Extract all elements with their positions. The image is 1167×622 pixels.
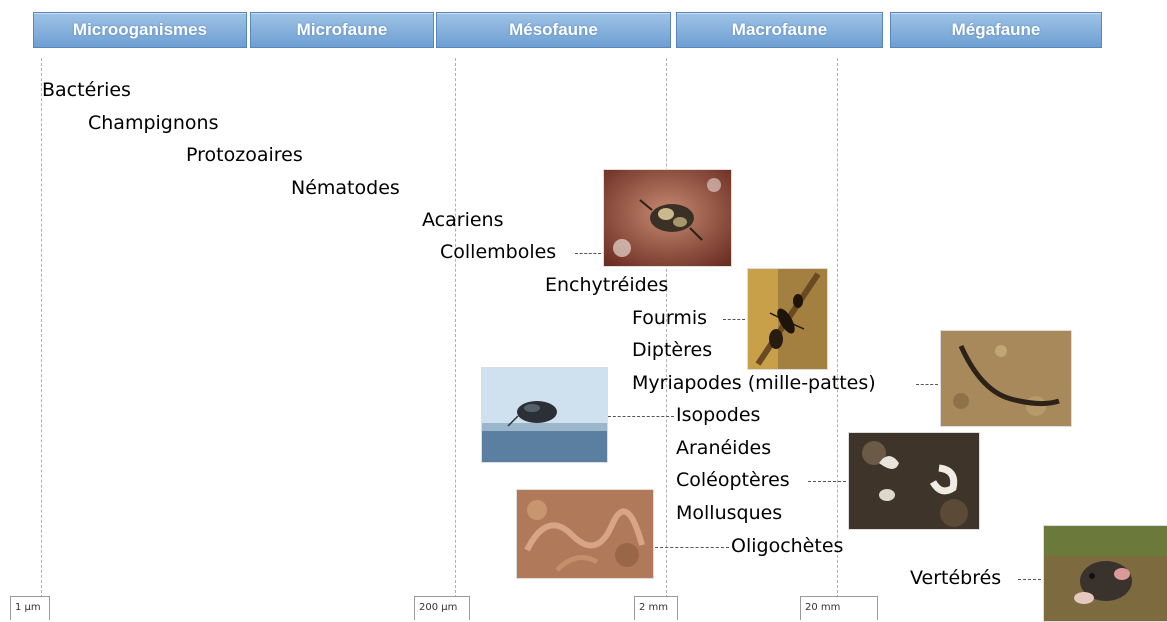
label-nematodes: Nématodes — [291, 176, 400, 200]
vertebre-photo — [1043, 525, 1167, 622]
connector-vertebres — [1018, 579, 1041, 580]
collembole-photo — [603, 169, 732, 267]
scale-tick-20mm: 20 mm — [800, 596, 878, 620]
header-microfaune: Microfaune — [250, 12, 434, 48]
header-megafaune: Mégafaune — [890, 12, 1102, 48]
label-vertebres: Vertébrés — [910, 566, 1001, 590]
label-collemboles: Collemboles — [440, 240, 556, 264]
label-protozoaires: Protozoaires — [186, 143, 303, 167]
label-bacteries: Bactéries — [42, 78, 131, 102]
connector-oligochetes — [655, 547, 729, 548]
label-isopodes: Isopodes — [676, 403, 760, 427]
label-dipteres: Diptères — [632, 338, 712, 362]
scale-tick-1um: 1 µm — [10, 596, 50, 620]
scale-tick-2mm: 2 mm — [634, 596, 678, 620]
label-araneides: Aranéides — [676, 436, 771, 460]
connector-coleopteres — [808, 481, 846, 482]
myriapode-photo — [940, 330, 1072, 427]
label-fourmis: Fourmis — [632, 306, 707, 330]
scale-line-200um — [455, 58, 456, 598]
label-coleopteres: Coléoptères — [676, 468, 790, 492]
connector-collemboles — [575, 253, 601, 254]
scale-line-1um — [41, 58, 42, 598]
label-oligochetes: Oligochètes — [731, 534, 843, 558]
isopode-photo — [481, 367, 608, 463]
label-acariens: Acariens — [422, 208, 503, 232]
coleoptere-photo — [848, 432, 980, 530]
label-champignons: Champignons — [88, 111, 218, 135]
label-myriapodes: Myriapodes (mille-pattes) — [632, 371, 876, 395]
oligochete-photo — [516, 489, 654, 579]
header-mesofaune: Mésofaune — [436, 12, 671, 48]
scale-line-20mm — [837, 58, 838, 598]
label-enchytreides: Enchytréides — [545, 273, 668, 297]
header-microorganismes: Microoganismes — [33, 12, 247, 48]
header-macrofaune: Macrofaune — [676, 12, 883, 48]
fourmi-photo — [747, 268, 828, 370]
connector-fourmis — [723, 319, 745, 320]
connector-myriapodes — [916, 384, 938, 385]
connector-isopodes — [608, 416, 674, 417]
scale-tick-200um: 200 µm — [414, 596, 470, 620]
label-mollusques: Mollusques — [676, 501, 782, 525]
